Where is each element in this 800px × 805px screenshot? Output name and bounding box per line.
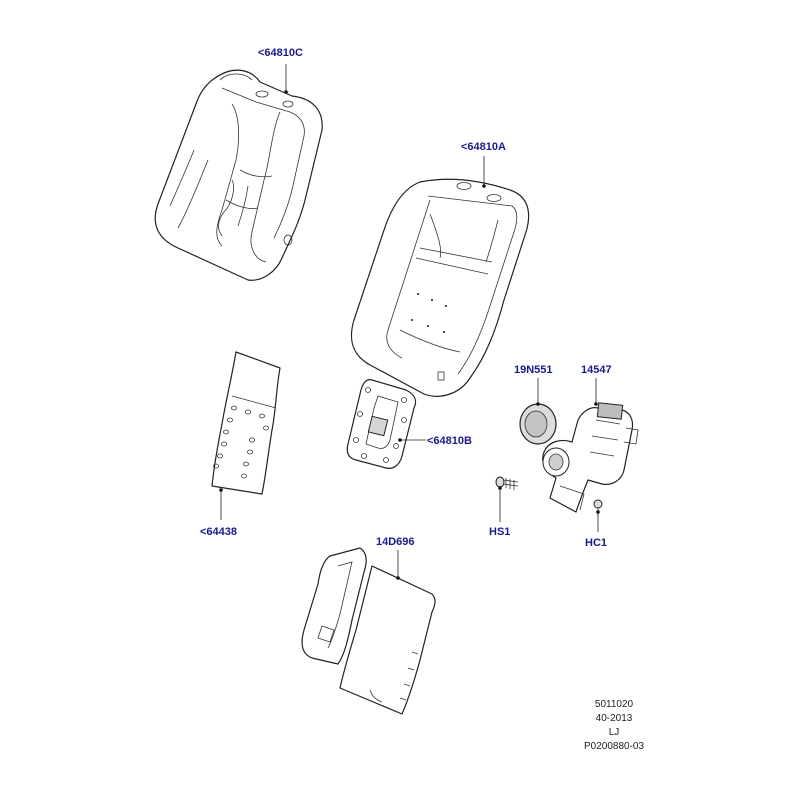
- leader-dot-64810b: [398, 438, 402, 442]
- callout-hc1[interactable]: HC1: [585, 537, 607, 549]
- leader-dot-hc1: [596, 510, 600, 514]
- callout-14547[interactable]: 14547: [581, 364, 612, 376]
- part-64810c-seat-back-cushion[interactable]: [154, 69, 323, 281]
- reference-line-3: LJ: [609, 727, 620, 738]
- reference-line-2: 40-2013: [596, 713, 633, 724]
- leader-dot-hs1: [498, 486, 502, 490]
- part-64438-heater-mat[interactable]: [211, 351, 281, 495]
- part-14d696-back-panel[interactable]: [301, 547, 436, 715]
- reference-block: 5011020 40-2013 LJ P0200880-03: [584, 699, 644, 752]
- callout-64810c[interactable]: <64810C: [258, 47, 303, 59]
- leader-dot-14d696: [396, 576, 400, 580]
- callout-64810a[interactable]: <64810A: [461, 141, 506, 153]
- part-14547-blower-assembly[interactable]: [542, 402, 639, 513]
- part-64810b-bracket[interactable]: [346, 379, 417, 469]
- part-64810a-seat-back-frame[interactable]: [350, 178, 530, 397]
- part-19n551-grommet[interactable]: [519, 403, 557, 445]
- callout-19n551[interactable]: 19N551: [514, 364, 553, 376]
- leader-dot-64810a: [482, 184, 486, 188]
- callout-14d696[interactable]: 14D696: [376, 536, 415, 548]
- callout-64810b[interactable]: <64810B: [427, 435, 472, 447]
- leader-dot-19n551: [536, 402, 540, 406]
- reference-line-1: 5011020: [595, 699, 634, 710]
- reference-line-4: P0200880-03: [584, 741, 644, 752]
- leader-dot-14547: [594, 402, 598, 406]
- leader-dot-64438: [219, 488, 223, 492]
- callout-64438[interactable]: <64438: [200, 526, 237, 538]
- leader-dot-64810c: [284, 90, 288, 94]
- callout-hs1[interactable]: HS1: [489, 526, 510, 538]
